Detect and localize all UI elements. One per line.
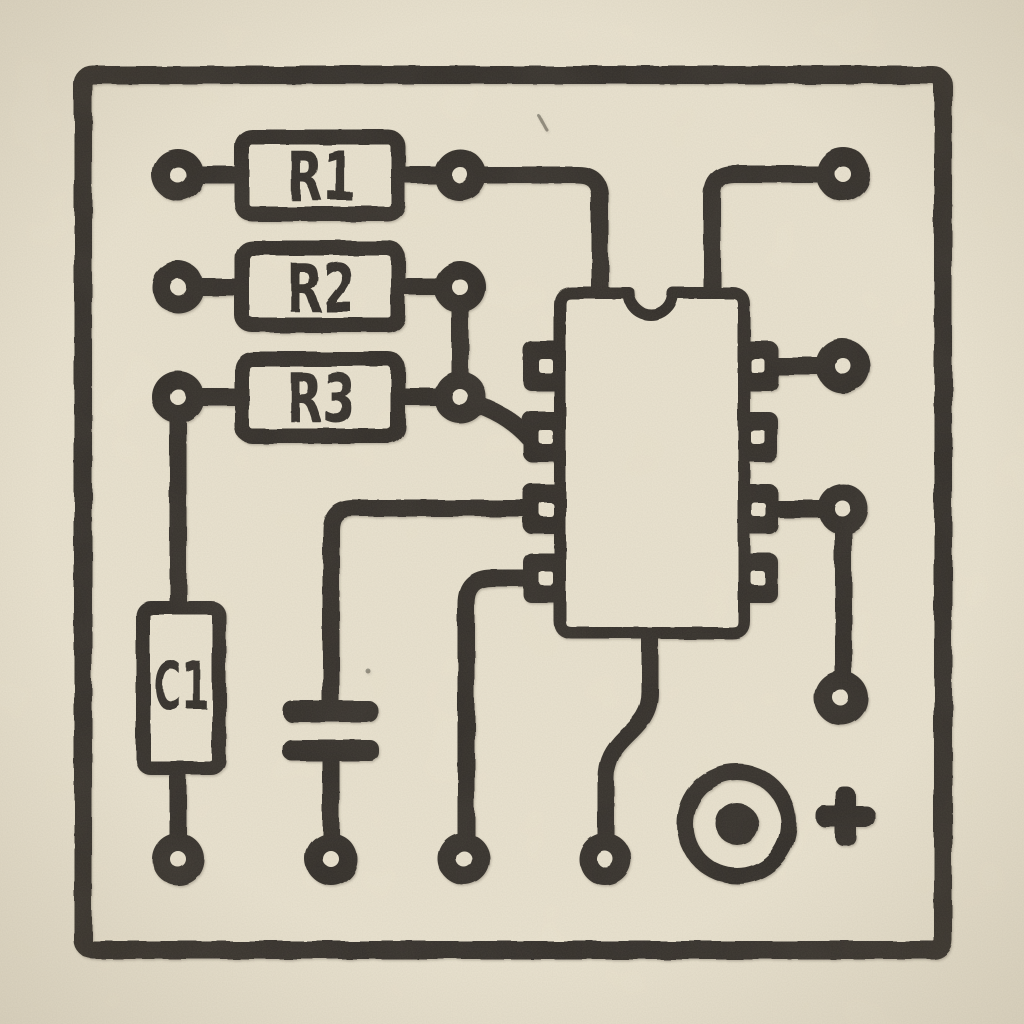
vignette-overlay	[0, 0, 1024, 1024]
pcb-layout-diagram: R1 R2 R3 C1	[0, 0, 1024, 1024]
pcb-diagram-page: R1 R2 R3 C1	[0, 0, 1024, 1024]
